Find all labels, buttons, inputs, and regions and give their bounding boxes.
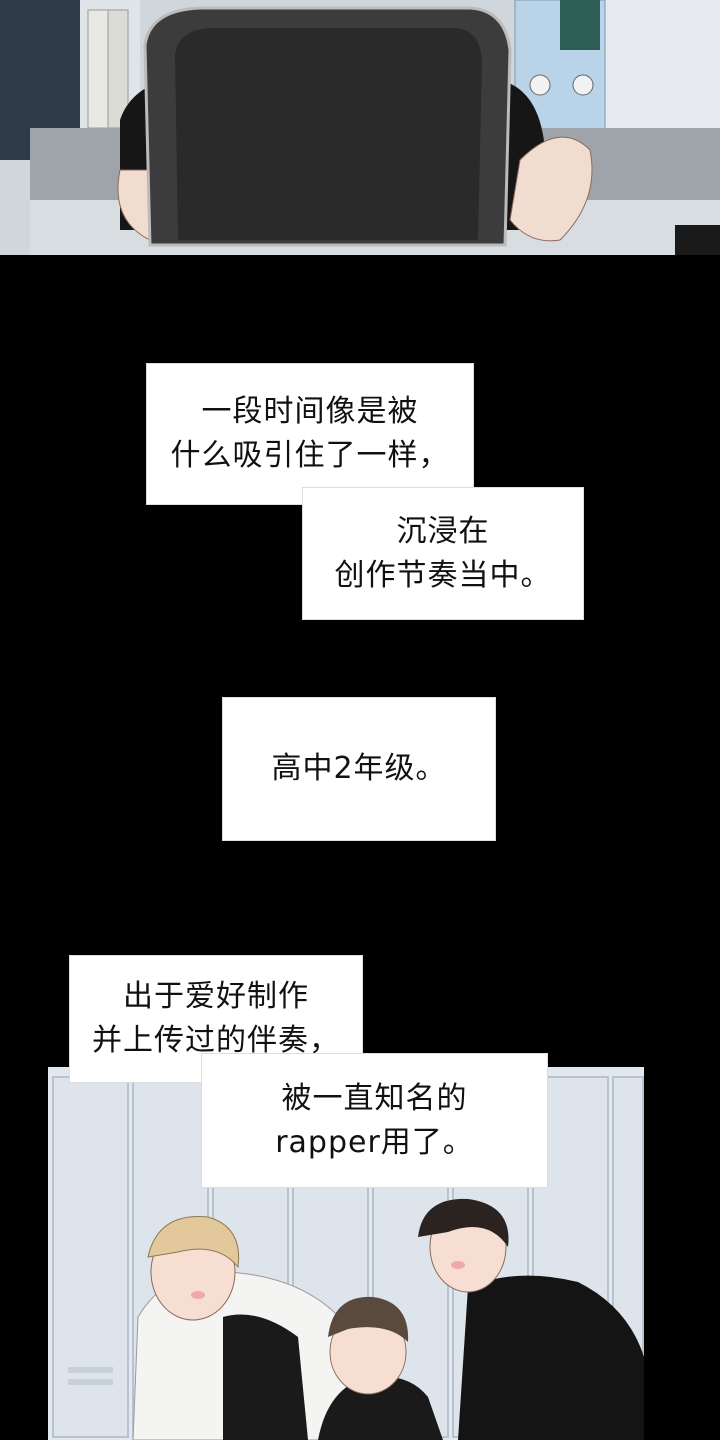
caption-2-line-1: 沉浸在	[396, 513, 490, 549]
caption-1-line-2: 什么吸引住了一样，	[170, 438, 450, 473]
caption-5-line-1: 被一直知名的	[281, 1080, 468, 1116]
caption-box-1: 一段时间像是被 什么吸引住了一样，	[146, 363, 474, 505]
caption-2-line-2: 创作节奏当中。	[334, 557, 552, 593]
caption-4-line-2: 并上传过的伴奏，	[92, 1023, 340, 1058]
caption-1-line-1: 一段时间像是被	[201, 394, 419, 429]
caption-box-5: 被一直知名的 rapper用了。	[201, 1053, 548, 1188]
caption-3-line-1: 高中2年级。	[271, 751, 447, 786]
caption-4-line-1: 出于爱好制作	[123, 979, 309, 1014]
office-illustration	[0, 0, 720, 255]
caption-5-line-2: rapper用了。	[275, 1124, 474, 1160]
caption-box-2: 沉浸在 创作节奏当中。	[302, 487, 584, 620]
top-panel-office	[0, 0, 720, 255]
caption-box-3: 高中2年级。	[222, 697, 496, 841]
